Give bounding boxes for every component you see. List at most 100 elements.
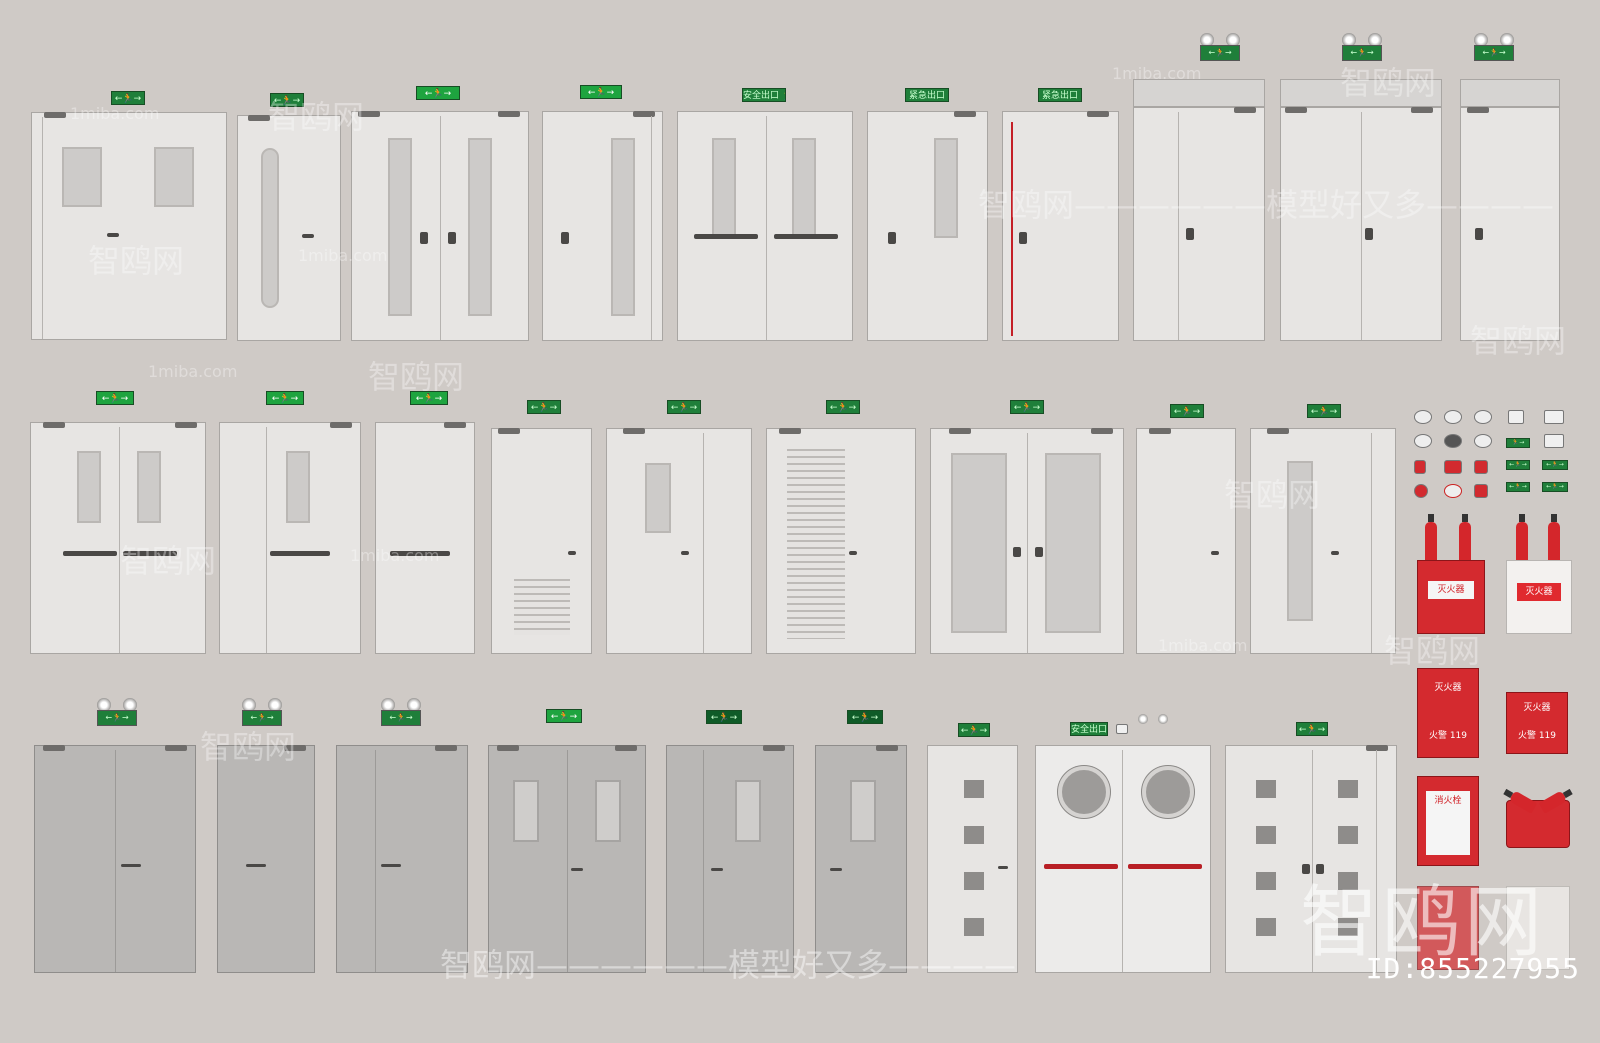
door-closer: [330, 422, 352, 428]
fire-door: [1250, 428, 1396, 654]
watermark-brand: 智鸥网: [88, 242, 185, 280]
panic-bar: [694, 234, 758, 239]
fire-door: [1280, 107, 1442, 341]
light-bulb: [1342, 33, 1356, 47]
door-handle: [1013, 547, 1021, 557]
door-handle: [1035, 547, 1043, 557]
door-closer: [284, 745, 306, 751]
alarm-button: [1474, 460, 1488, 474]
door-closer: [623, 428, 645, 434]
door-vision-panel: [1256, 780, 1276, 798]
smoke-detector: [1474, 434, 1492, 448]
smoke-detector: [1414, 410, 1432, 424]
alarm-button: [1474, 484, 1488, 498]
door-leaf-edge: [115, 750, 116, 972]
exit-sign: ←🏃→: [410, 391, 448, 405]
door-leaf-edge: [119, 427, 120, 653]
watermark-brand: 智鸥网: [1340, 64, 1437, 102]
cabinet-label: 灭火器: [1517, 583, 1561, 601]
door-vision-panel: [964, 780, 984, 798]
door-handle: [1365, 228, 1373, 240]
fire-door: [1002, 111, 1119, 341]
door-louver: [514, 579, 570, 635]
alarm-cabinet: 灭火器 火警 119: [1417, 668, 1479, 758]
door-transom: [1280, 79, 1442, 107]
door-vision-panel: [964, 872, 984, 890]
watermark-brand: 智鸥网: [1384, 632, 1481, 670]
door-porthole: [1058, 766, 1110, 818]
watermark-brand: 智鸥网: [1224, 476, 1321, 514]
watermark-slogan: 智鸥网——————模型好又多————: [978, 186, 1555, 224]
fire-extinguisher: [1548, 514, 1560, 568]
fire-door-gray: [217, 745, 315, 973]
door-closer: [175, 422, 197, 428]
fire-door: [31, 112, 227, 340]
alarm-cabinet: 灭火器 火警 119: [1506, 692, 1568, 754]
watermark-brand: 智鸥网: [120, 542, 217, 580]
exit-sign: ←🏃→: [1200, 45, 1240, 61]
exit-sign: 🏃→: [1506, 438, 1530, 448]
door-vision-panel: [964, 826, 984, 844]
door-closer: [1366, 745, 1388, 751]
door-handle: [246, 864, 266, 867]
exit-sign: 紧急出口: [905, 88, 949, 102]
door-closer: [954, 111, 976, 117]
door-handle: [107, 233, 119, 237]
fire-door: [766, 428, 916, 654]
fire-door: [677, 111, 853, 341]
smoke-detector: [1444, 410, 1462, 424]
door-leaf-edge: [1376, 750, 1377, 972]
fire-extinguisher: [1516, 514, 1528, 568]
door-closer: [498, 111, 520, 117]
door-vision-panel: [964, 918, 984, 936]
exit-sign: ←🏃→: [1296, 722, 1328, 736]
emergency-light: ←🏃→: [1340, 33, 1384, 63]
door-closer: [248, 115, 270, 121]
door-closer: [43, 422, 65, 428]
door-window: [154, 147, 194, 207]
hydrant-cabinet: 消火栓: [1417, 776, 1479, 866]
exit-sign: ←🏃→: [381, 710, 421, 726]
door-closer: [358, 111, 380, 117]
exit-sign: ←🏃→: [270, 93, 304, 107]
watermark-brand: 智鸥网: [268, 98, 365, 136]
door-window: [951, 453, 1007, 633]
door-handle: [1331, 551, 1339, 555]
fire-door: [351, 111, 529, 341]
door-closer: [763, 745, 785, 751]
door-closer: [43, 745, 65, 751]
panic-bar: [63, 551, 117, 556]
cabinet-label: 火警 119: [1428, 731, 1468, 741]
door-closer: [1411, 107, 1433, 113]
door-handle: [381, 864, 401, 867]
door-handle: [1316, 864, 1324, 874]
watermark-site: 1miba.com: [1112, 64, 1202, 83]
fire-door: [1133, 107, 1265, 341]
exit-sign: ←🏃→: [266, 391, 304, 405]
emergency-light: ←🏃→: [379, 698, 423, 728]
door-window: [645, 463, 671, 533]
door-handle: [561, 232, 569, 244]
watermark-slogan: 智鸥网——————模型好又多————: [440, 946, 1017, 984]
exit-sign: ←🏃→: [96, 391, 134, 405]
door-closer: [1087, 111, 1109, 117]
door-handle: [571, 868, 583, 871]
door-handle: [888, 232, 896, 244]
fire-extinguisher: [1508, 790, 1538, 814]
exit-sign: 紧急出口: [1038, 88, 1082, 102]
fire-door: [237, 115, 341, 341]
light-bulb: [242, 698, 256, 712]
door-handle: [849, 551, 857, 555]
door-closer: [444, 422, 466, 428]
extinguisher-cabinet: 灭火器: [1506, 560, 1572, 634]
door-leaf-edge: [266, 427, 267, 653]
cabinet-label: 灭火器: [1523, 703, 1551, 713]
exit-sign: ←🏃→: [826, 400, 860, 414]
exit-sign: ←🏃→: [97, 710, 137, 726]
door-leaf-edge: [1361, 112, 1362, 340]
door-handle: [1302, 864, 1310, 874]
door-window: [468, 138, 492, 316]
watermark-brand: 智鸥网: [200, 728, 297, 766]
fire-door-gray: [815, 745, 907, 973]
alarm-bell: [1444, 484, 1462, 498]
